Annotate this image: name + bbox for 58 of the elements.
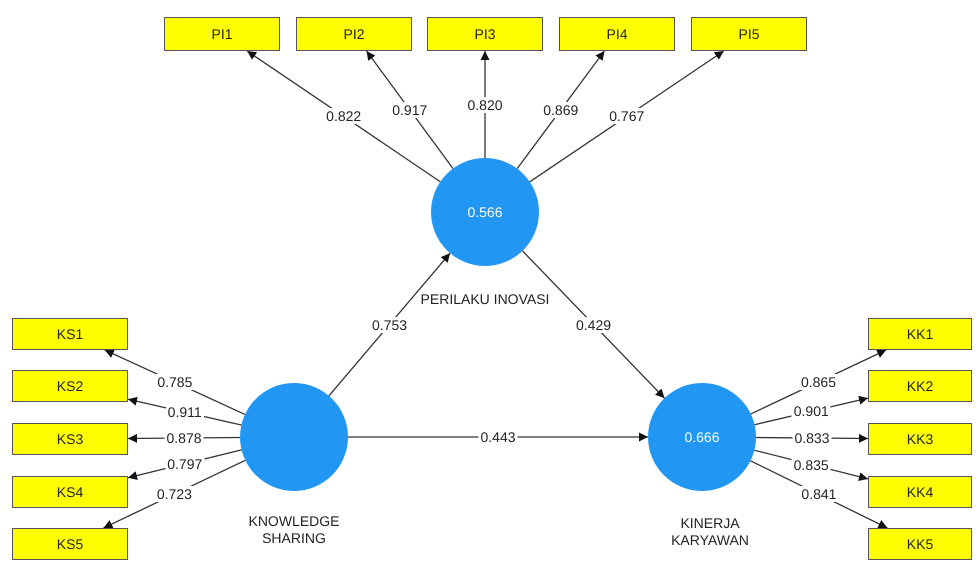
edge-label: 0.869 [541,102,580,118]
construct-label: KINERJA KARYAWAN [670,515,750,549]
arrow [328,252,451,396]
node-value: PI5 [738,26,760,42]
arrow [516,50,605,170]
arrow [522,250,665,399]
node-value: PI4 [606,26,628,42]
indicator-box [691,17,807,51]
node-value: PI3 [474,26,496,42]
indicator-box [296,17,412,51]
indicator-box [868,370,972,402]
arrow [246,50,441,182]
node-value: KK1 [906,326,934,342]
arrow [366,50,454,169]
node-value: KS5 [56,536,84,552]
node-value: KK5 [906,536,934,552]
edge-label: 0.785 [155,374,194,390]
edge-label: 0.753 [370,316,410,332]
indicator-box [12,423,128,455]
edge-label: 0.822 [324,108,364,124]
edge-label: 0.767 [607,108,646,124]
node-value: KS2 [56,378,84,394]
node-value: PI2 [343,26,364,42]
indicator-box [12,370,128,402]
edge-label: 0.833 [792,430,832,446]
indicator-box [868,476,972,508]
edge-label: 0.841 [799,486,838,502]
node-value: KK4 [906,484,934,500]
node-value: KS1 [56,326,84,342]
indicator-box [12,528,128,560]
node-value: KS4 [56,484,84,500]
node-value: PI1 [211,26,232,42]
edge-label: 0.820 [465,96,505,112]
edge-label: 0.429 [574,316,614,332]
node-value: KK3 [906,431,934,447]
indicator-box [868,318,972,350]
node-value: KS3 [56,431,84,447]
node-value: 0.666 [684,429,720,445]
indicator-box [12,318,128,350]
indicator-box [427,17,543,51]
edge-label: 0.901 [792,403,831,420]
arrow [529,50,724,182]
indicator-box [12,476,128,508]
indicator-box [559,17,675,51]
edge-label: 0.443 [478,429,518,445]
edge-label: 0.917 [390,102,430,118]
edge-label: 0.835 [792,456,831,473]
construct-label: PERILAKU INOVASI [420,291,550,308]
indicator-box [164,17,280,51]
node-value: 0.566 [467,204,503,220]
edge-label: 0.797 [165,456,204,472]
construct-label: KNOWLEDGE SHARING [247,513,340,547]
edge-label: 0.911 [166,404,204,420]
indicator-box [868,528,972,560]
indicator-box [868,423,972,455]
edge-label: 0.723 [154,486,194,502]
node-value: KK2 [906,378,934,394]
edge-label: 0.865 [798,374,838,390]
